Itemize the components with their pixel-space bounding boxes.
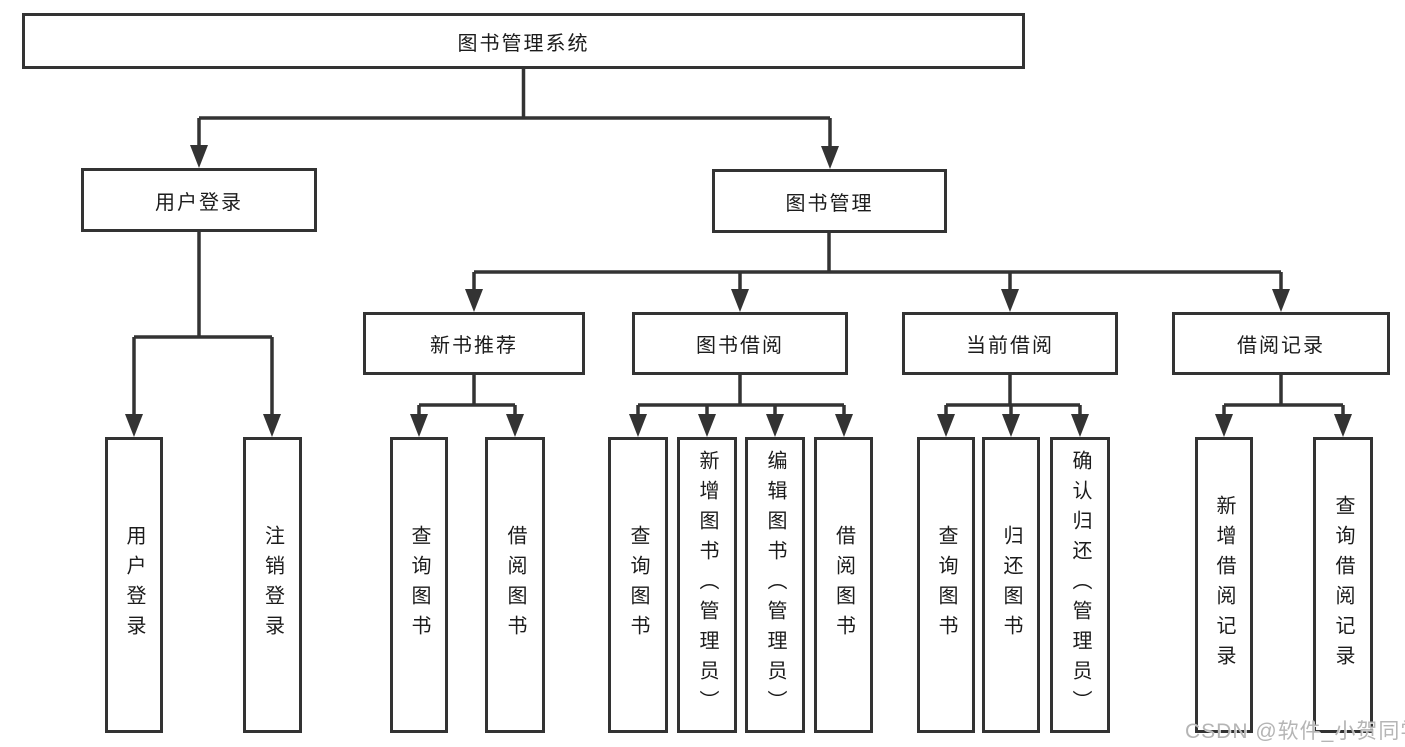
leaf-borrow-borrow-books: 借阅图书: [814, 437, 873, 733]
node-new-book-recommend: 新书推荐: [363, 312, 585, 375]
leaf-current-confirm-return-admin: 确认归还（管理员）: [1050, 437, 1110, 733]
leaf-current-query-books: 查询图书: [917, 437, 975, 733]
leaf-borrow-query-books: 查询图书: [608, 437, 668, 733]
csdn-watermark: CSDN @软件_小贺同学: [1185, 720, 1405, 743]
leaf-borrow-add-books-admin: 新增图书（管理员）: [677, 437, 737, 733]
leaf-records-add-record: 新增借阅记录: [1195, 437, 1253, 733]
node-book-management: 图书管理: [712, 169, 947, 233]
leaf-logout: 注销登录: [243, 437, 302, 733]
node-user-login: 用户登录: [81, 168, 317, 232]
node-borrow-records: 借阅记录: [1172, 312, 1390, 375]
node-library-system: 图书管理系统: [22, 13, 1025, 69]
leaf-borrow-edit-books-admin: 编辑图书（管理员）: [745, 437, 805, 733]
node-book-borrow: 图书借阅: [632, 312, 848, 375]
arrowheads: [125, 145, 1352, 437]
leaf-recommend-query-books: 查询图书: [390, 437, 448, 733]
leaf-records-query-record: 查询借阅记录: [1313, 437, 1373, 733]
leaf-current-return-books: 归还图书: [982, 437, 1040, 733]
leaf-user-login: 用户登录: [105, 437, 163, 733]
leaf-recommend-borrow-books: 借阅图书: [485, 437, 545, 733]
node-current-borrow: 当前借阅: [902, 312, 1118, 375]
